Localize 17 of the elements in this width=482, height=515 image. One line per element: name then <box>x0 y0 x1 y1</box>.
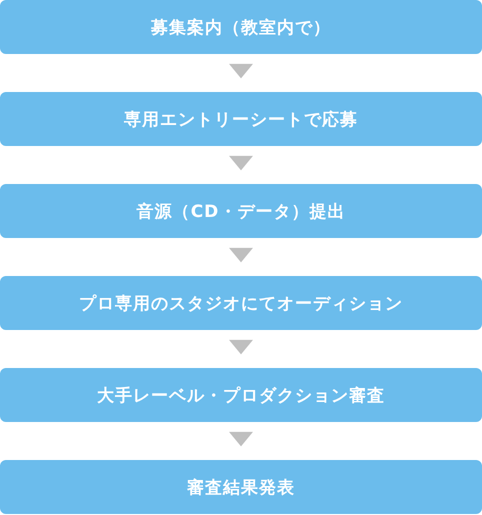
arrow <box>229 248 253 262</box>
step-label: 大手レーベル・プロダクション審査 <box>97 384 385 406</box>
step-label: 音源（CD・データ）提出 <box>136 200 346 222</box>
arrow <box>229 432 253 446</box>
step-box <box>0 184 482 238</box>
step-box <box>0 0 482 54</box>
arrow <box>229 156 253 170</box>
arrow <box>229 64 253 78</box>
step-box <box>0 92 482 146</box>
step-box <box>0 460 482 514</box>
step-box <box>0 276 482 330</box>
step-label: 募集案内（教室内で） <box>151 16 331 38</box>
step-label: 審査結果発表 <box>187 476 295 498</box>
step-label: プロ専用のスタジオにてオーディション <box>79 292 403 314</box>
step-box <box>0 368 482 422</box>
step-label: 専用エントリーシートで応募 <box>124 108 358 130</box>
arrow <box>229 340 253 354</box>
